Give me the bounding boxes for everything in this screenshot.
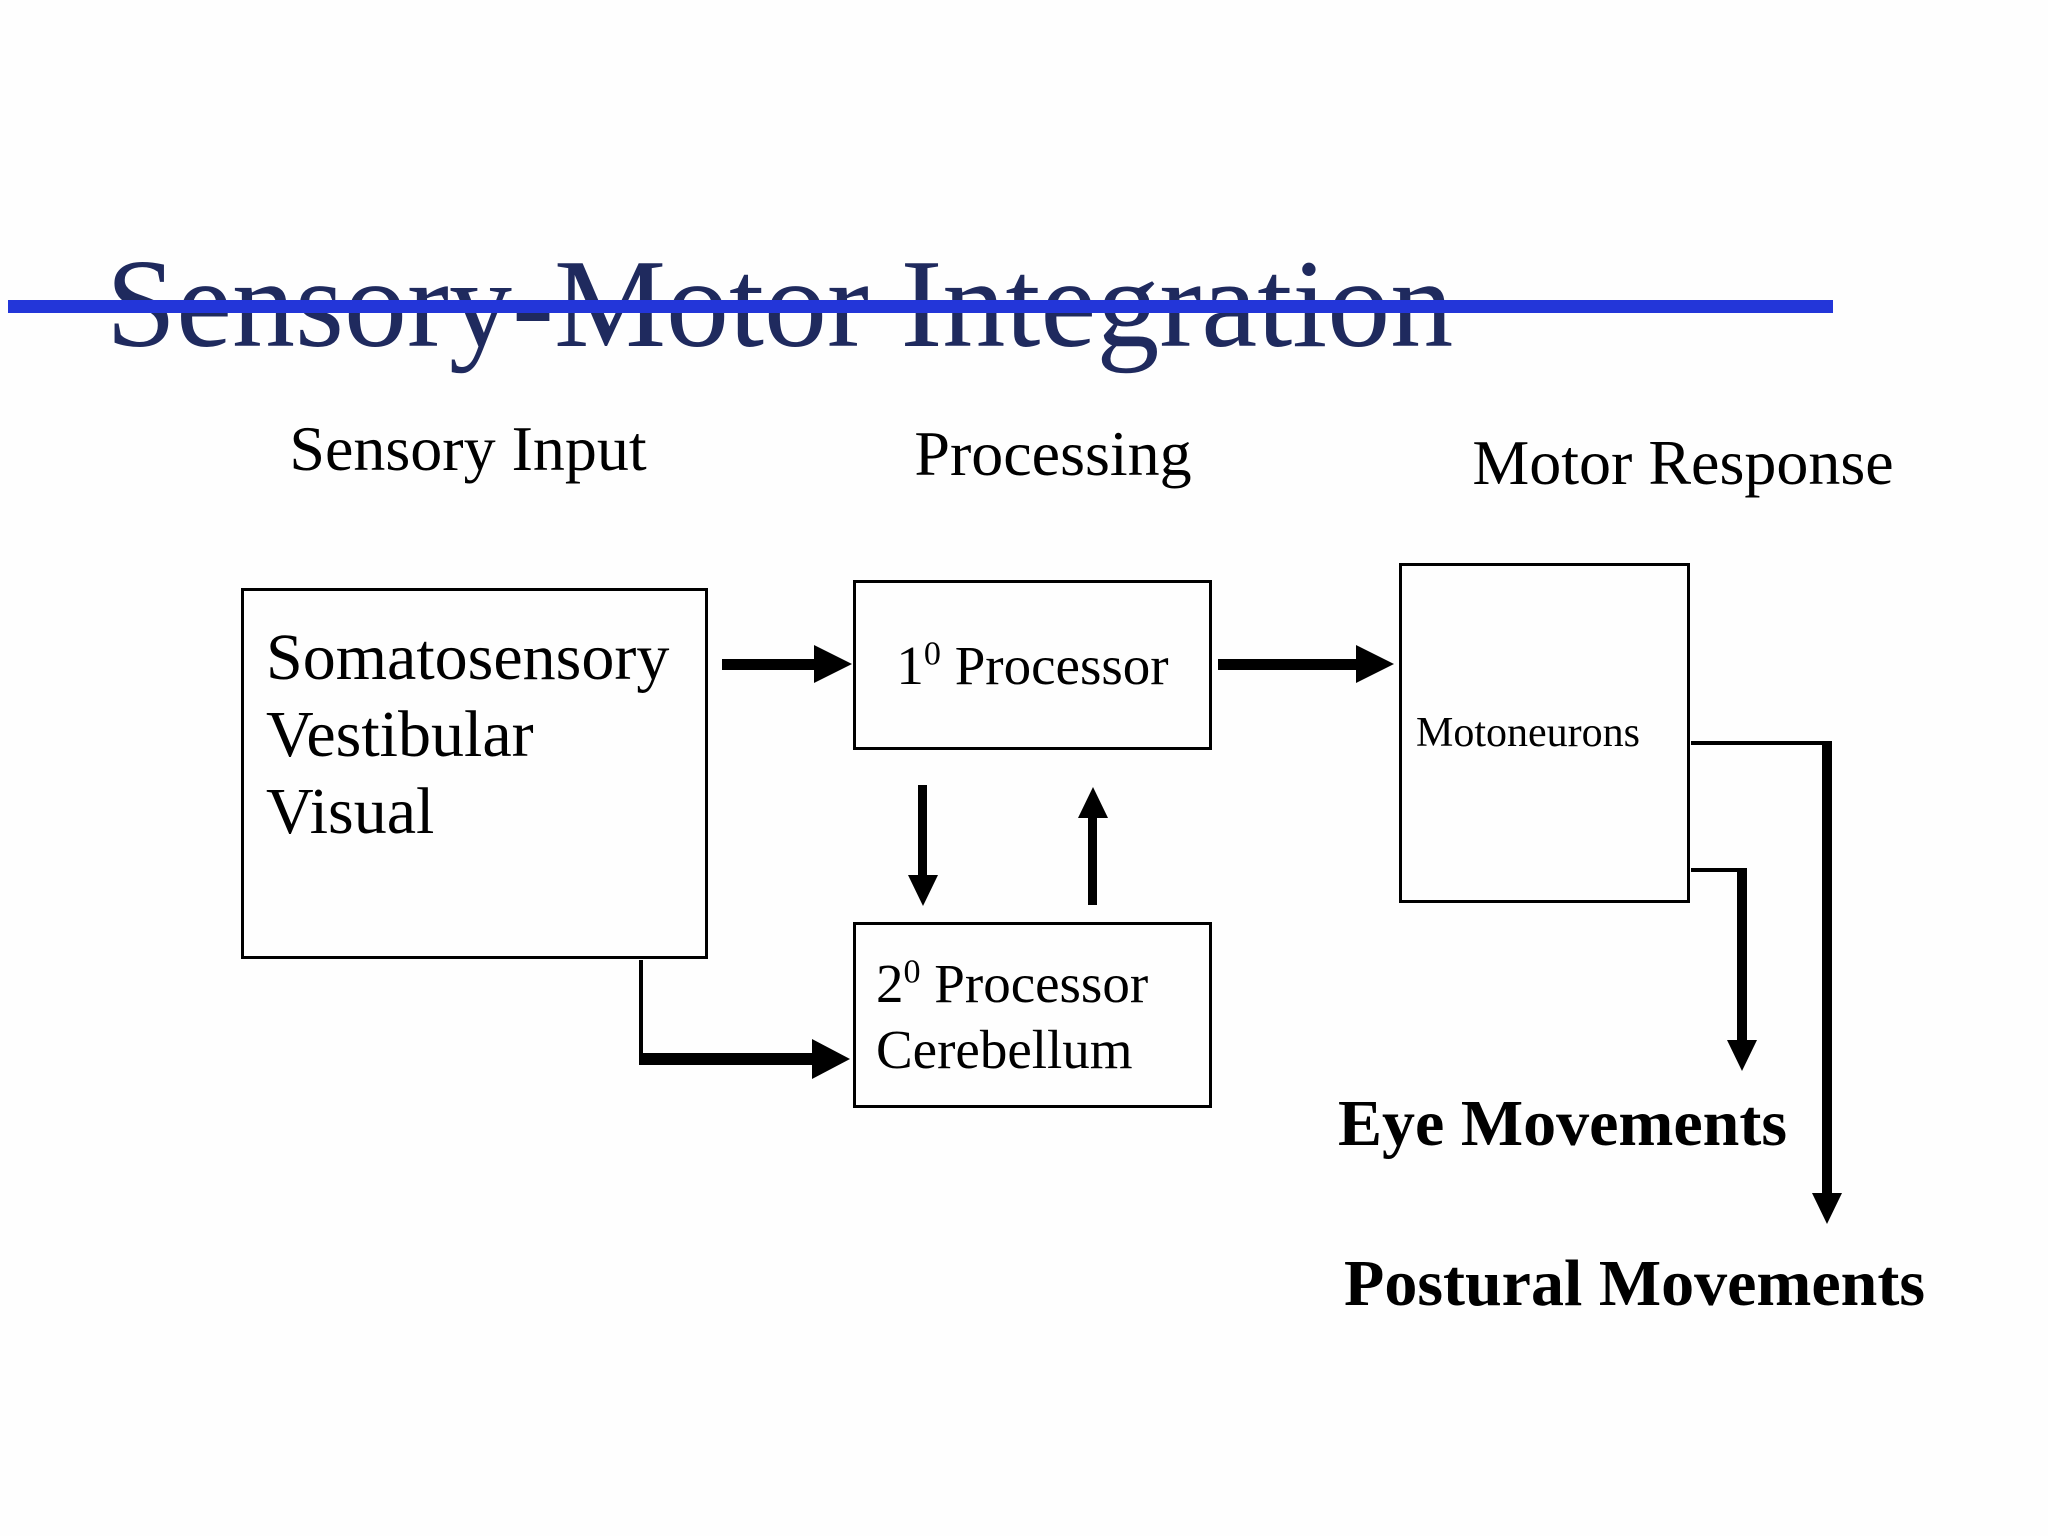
title-underline-rule	[8, 300, 1833, 313]
arrow-motoneurons-to-postural-horizontal-segment	[1691, 741, 1832, 745]
column-header-sensory-input: Sensory Input	[289, 413, 647, 484]
primary-processor-box: 10 Processor	[853, 580, 1212, 750]
motoneurons-label: Motoneurons	[1416, 710, 1640, 756]
output-label-postural-movements: Postural Movements	[1344, 1247, 1926, 1320]
primary-superscript: 0	[923, 635, 941, 673]
sensory-input-box: Somatosensory Vestibular Visual	[241, 588, 708, 959]
arrow-motoneurons-to-eye-head-icon	[1727, 1040, 1757, 1071]
arrow-motoneurons-to-postural-vertical-shaft	[1822, 741, 1832, 1193]
arrow-primary-to-secondary-head-icon	[908, 875, 938, 906]
arrow-motoneurons-to-eye-horizontal-segment	[1691, 868, 1742, 872]
arrow-sensory-to-secondary-horizontal-shaft	[639, 1053, 812, 1065]
arrow-sensory-to-primary-shaft	[722, 659, 814, 670]
secondary-processor-line1: 20 Processor	[876, 953, 1149, 1014]
sensory-line-vestibular: Vestibular	[266, 698, 534, 771]
arrow-sensory-to-secondary-head-icon	[812, 1039, 850, 1079]
arrow-secondary-to-primary-shaft	[1088, 818, 1097, 905]
sensory-line-visual: Visual	[266, 775, 435, 848]
column-header-processing: Processing	[914, 418, 1192, 489]
arrow-primary-to-secondary-shaft	[918, 785, 927, 875]
arrow-secondary-to-primary-head-icon	[1078, 787, 1108, 818]
sensory-input-box-text: Somatosensory Vestibular Visual	[244, 591, 705, 850]
sensory-line-somatosensory: Somatosensory	[266, 621, 670, 694]
secondary-processor-label: 20 Processor Cerebellum	[856, 925, 1209, 1083]
secondary-superscript: 0	[903, 953, 921, 991]
arrow-motoneurons-to-eye-vertical-shaft	[1737, 868, 1747, 1040]
column-header-motor-response: Motor Response	[1472, 427, 1894, 498]
secondary-processor-box: 20 Processor Cerebellum	[853, 922, 1212, 1108]
output-label-eye-movements: Eye Movements	[1338, 1087, 1788, 1160]
arrow-sensory-to-secondary-vertical-segment	[639, 960, 643, 1059]
motoneurons-box: Motoneurons	[1399, 563, 1690, 903]
arrow-primary-to-motoneurons-head-icon	[1356, 645, 1394, 683]
arrow-primary-to-motoneurons-shaft	[1218, 659, 1356, 670]
arrow-sensory-to-primary-head-icon	[814, 645, 852, 683]
secondary-processor-line2: Cerebellum	[876, 1019, 1133, 1080]
primary-processor-label: 10 Processor	[896, 634, 1169, 696]
arrow-motoneurons-to-postural-head-icon	[1812, 1193, 1842, 1224]
